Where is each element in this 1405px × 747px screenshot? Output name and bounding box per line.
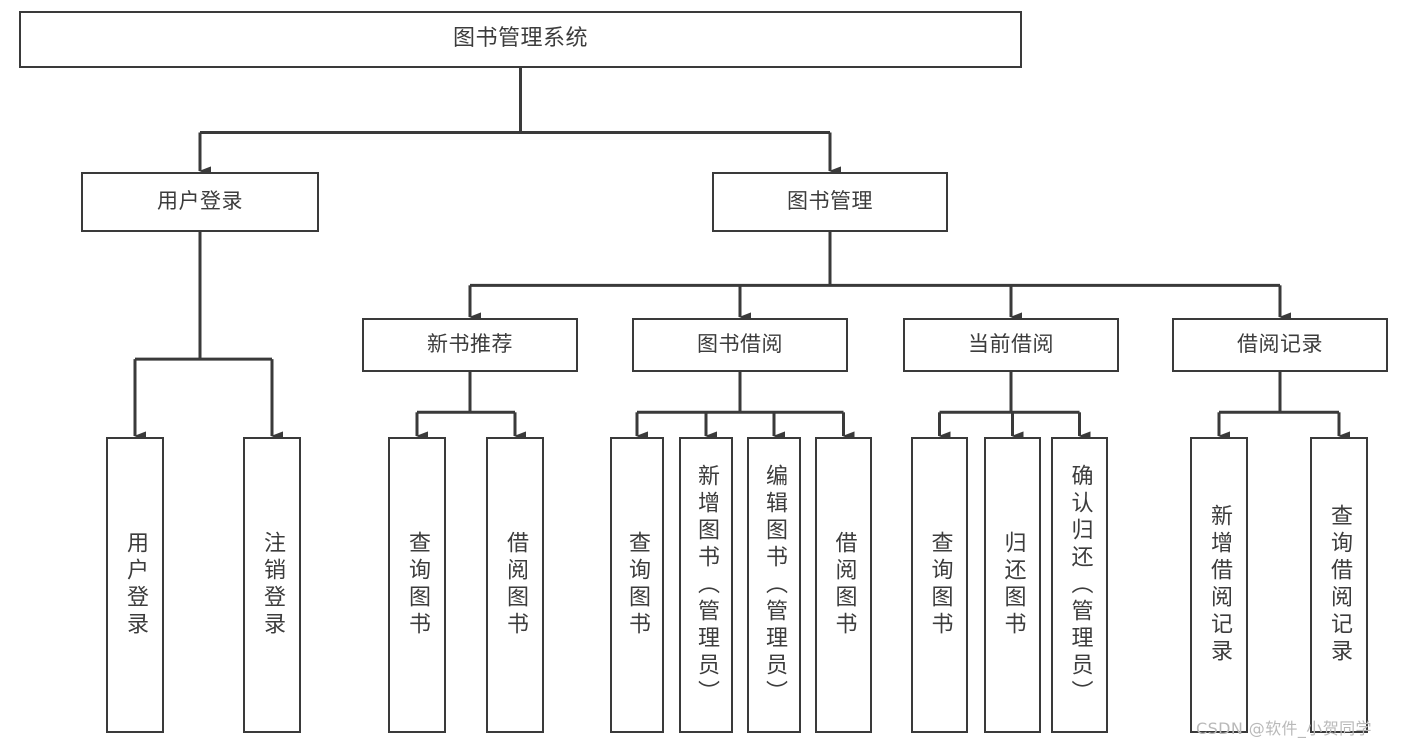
node-label-leaf-user-login: 用户登录	[123, 531, 148, 639]
node-leaf-bb-edit[interactable]: 编辑图书（管理员）	[747, 437, 801, 733]
node-label-leaf-bl-query: 查询借阅记录	[1327, 504, 1352, 666]
node-leaf-rec-borrow[interactable]: 借阅图书	[486, 437, 544, 733]
node-new-book-rec[interactable]: 新书推荐	[362, 318, 578, 372]
node-label-leaf-bb-query: 查询图书	[625, 531, 650, 639]
watermark: CSDN @软件_小贺同学	[1196, 719, 1372, 738]
node-label-leaf-bb-add: 新增图书（管理员）	[694, 463, 719, 707]
node-label-leaf-cb-return: 归还图书	[1000, 531, 1026, 639]
node-user-login[interactable]: 用户登录	[81, 172, 319, 232]
node-label-leaf-rec-query: 查询图书	[405, 531, 430, 639]
node-label-leaf-bl-add: 新增借阅记录	[1207, 504, 1232, 666]
node-leaf-bb-query[interactable]: 查询图书	[610, 437, 664, 733]
node-label-leaf-rec-borrow: 借阅图书	[503, 531, 528, 639]
node-leaf-cb-return[interactable]: 归还图书	[984, 437, 1041, 733]
node-leaf-cb-confirm[interactable]: 确认归还（管理员）	[1051, 437, 1108, 733]
node-borrow-log[interactable]: 借阅记录	[1172, 318, 1388, 372]
node-label-book-borrow: 图书借阅	[697, 332, 783, 357]
node-leaf-bl-add[interactable]: 新增借阅记录	[1190, 437, 1248, 733]
node-label-new-book-rec: 新书推荐	[427, 332, 513, 357]
node-label-leaf-cb-confirm: 确认归还（管理员）	[1067, 463, 1093, 707]
node-leaf-bl-query[interactable]: 查询借阅记录	[1310, 437, 1368, 733]
node-label-user-login: 用户登录	[157, 189, 243, 214]
node-label-leaf-user-logout: 注销登录	[260, 531, 285, 639]
node-leaf-bb-borrow[interactable]: 借阅图书	[815, 437, 872, 733]
node-cur-borrow[interactable]: 当前借阅	[903, 318, 1119, 372]
node-label-leaf-cb-query: 查询图书	[927, 531, 953, 639]
node-leaf-user-logout[interactable]: 注销登录	[243, 437, 301, 733]
node-leaf-bb-add[interactable]: 新增图书（管理员）	[679, 437, 733, 733]
node-leaf-user-login[interactable]: 用户登录	[106, 437, 164, 733]
node-root[interactable]: 图书管理系统	[19, 11, 1022, 68]
node-label-borrow-log: 借阅记录	[1237, 332, 1323, 357]
node-label-cur-borrow: 当前借阅	[968, 332, 1054, 357]
node-label-book-mgmt: 图书管理	[787, 189, 873, 214]
node-label-leaf-bb-borrow: 借阅图书	[831, 531, 857, 639]
node-book-borrow[interactable]: 图书借阅	[632, 318, 848, 372]
node-leaf-rec-query[interactable]: 查询图书	[388, 437, 446, 733]
node-label-root: 图书管理系统	[452, 26, 588, 52]
node-label-leaf-bb-edit: 编辑图书（管理员）	[762, 463, 787, 707]
node-book-mgmt[interactable]: 图书管理	[712, 172, 948, 232]
node-leaf-cb-query[interactable]: 查询图书	[911, 437, 968, 733]
